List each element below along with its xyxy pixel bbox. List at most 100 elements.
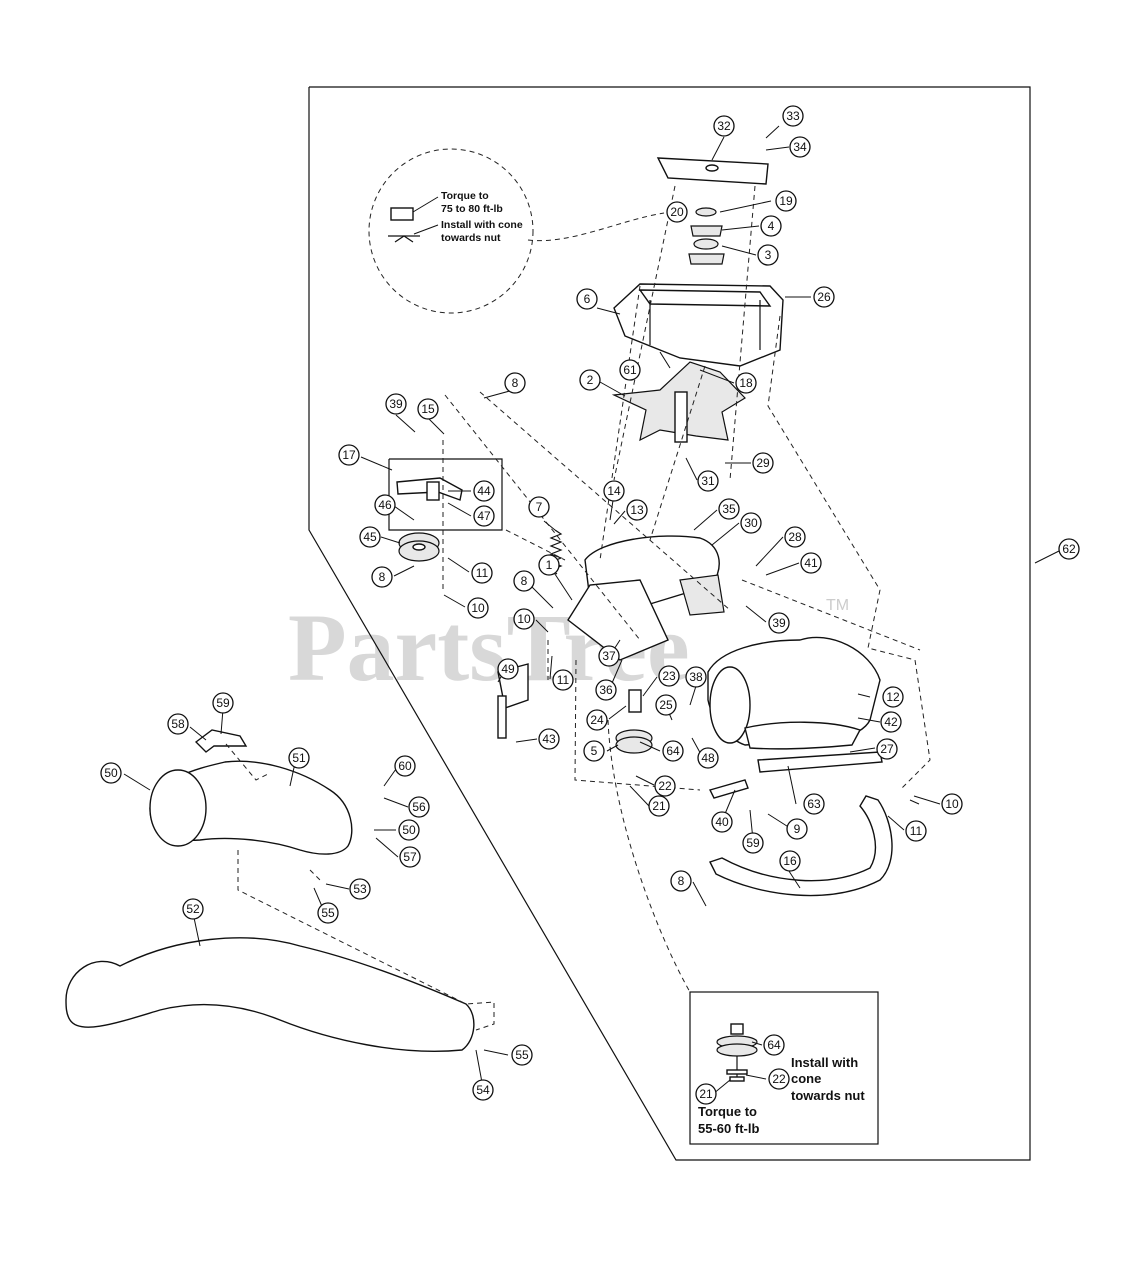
- callout-39-right[interactable]: 39: [768, 612, 790, 634]
- svg-text:8: 8: [379, 570, 386, 584]
- callout-45[interactable]: 45: [359, 526, 381, 548]
- callout-18[interactable]: 18: [735, 372, 757, 394]
- callout-10-b[interactable]: 10: [513, 608, 535, 630]
- callout-8-pulley[interactable]: 8: [371, 566, 393, 588]
- callout-22[interactable]: 22: [654, 775, 676, 797]
- callout-17[interactable]: 17: [338, 444, 360, 466]
- bearing-stack-upper: [688, 207, 725, 265]
- callout-59-right[interactable]: 59: [742, 832, 764, 854]
- callout-5[interactable]: 5: [583, 740, 605, 762]
- callout-37[interactable]: 37: [598, 645, 620, 667]
- callout-34[interactable]: 34: [789, 136, 811, 158]
- svg-text:64: 64: [666, 744, 680, 758]
- svg-text:21: 21: [699, 1087, 713, 1101]
- callout-57[interactable]: 57: [399, 846, 421, 868]
- callout-52[interactable]: 52: [182, 898, 204, 920]
- callout-9[interactable]: 9: [786, 818, 808, 840]
- torque-detail-leader: [527, 212, 665, 242]
- svg-text:59: 59: [746, 836, 760, 850]
- callout-21-inset[interactable]: 21: [695, 1083, 717, 1105]
- callout-8-top[interactable]: 8: [504, 372, 526, 394]
- callout-22-inset[interactable]: 22: [768, 1068, 790, 1090]
- callout-47[interactable]: 47: [473, 505, 495, 527]
- callout-8-mid[interactable]: 8: [513, 570, 535, 592]
- callout-64[interactable]: 64: [662, 740, 684, 762]
- callout-8-bottom[interactable]: 8: [670, 870, 692, 892]
- callout-27[interactable]: 27: [876, 738, 898, 760]
- svg-text:17: 17: [342, 448, 356, 462]
- callout-36[interactable]: 36: [595, 679, 617, 701]
- callout-11-b[interactable]: 11: [552, 669, 574, 691]
- callout-64-inset[interactable]: 64: [763, 1034, 785, 1056]
- callout-58[interactable]: 58: [167, 713, 189, 735]
- callout-21[interactable]: 21: [648, 795, 670, 817]
- svg-text:46: 46: [378, 498, 392, 512]
- callout-50-left[interactable]: 50: [100, 762, 122, 784]
- callout-31[interactable]: 31: [697, 470, 719, 492]
- callout-41[interactable]: 41: [800, 552, 822, 574]
- chute-housing: [707, 636, 881, 750]
- callout-38[interactable]: 38: [685, 666, 707, 688]
- callout-4[interactable]: 4: [760, 215, 782, 237]
- callout-46[interactable]: 46: [374, 494, 396, 516]
- svg-text:2: 2: [587, 373, 594, 387]
- callout-54[interactable]: 54: [472, 1079, 494, 1101]
- callout-59-left[interactable]: 59: [212, 692, 234, 714]
- callout-53[interactable]: 53: [349, 878, 371, 900]
- callout-15[interactable]: 15: [417, 398, 439, 420]
- svg-text:64: 64: [767, 1038, 781, 1052]
- callout-42[interactable]: 42: [880, 711, 902, 733]
- callout-23[interactable]: 23: [658, 665, 680, 687]
- callout-11-c[interactable]: 11: [905, 820, 927, 842]
- callout-16[interactable]: 16: [779, 850, 801, 872]
- callout-2[interactable]: 2: [579, 369, 601, 391]
- callout-30[interactable]: 30: [740, 512, 762, 534]
- callout-35[interactable]: 35: [718, 498, 740, 520]
- callout-10-a[interactable]: 10: [467, 597, 489, 619]
- callout-51[interactable]: 51: [288, 747, 310, 769]
- callout-39-left[interactable]: 39: [385, 393, 407, 415]
- callout-62[interactable]: 62: [1058, 538, 1080, 560]
- svg-text:39: 39: [389, 397, 403, 411]
- callout-14[interactable]: 14: [603, 480, 625, 502]
- callout-26[interactable]: 26: [813, 286, 835, 308]
- callout-61[interactable]: 61: [619, 359, 641, 381]
- svg-text:1: 1: [546, 558, 553, 572]
- callout-50-right[interactable]: 50: [398, 819, 420, 841]
- svg-text:27: 27: [880, 742, 894, 756]
- callout-32[interactable]: 32: [713, 115, 735, 137]
- callout-33[interactable]: 33: [782, 105, 804, 127]
- callout-7[interactable]: 7: [528, 496, 550, 518]
- callout-25[interactable]: 25: [655, 694, 677, 716]
- callout-10-c[interactable]: 10: [941, 793, 963, 815]
- top-install-line1: Install with cone: [441, 219, 523, 231]
- svg-text:31: 31: [701, 474, 715, 488]
- callout-20[interactable]: 20: [666, 201, 688, 223]
- callout-63[interactable]: 63: [803, 793, 825, 815]
- callout-43[interactable]: 43: [538, 728, 560, 750]
- callout-29[interactable]: 29: [752, 452, 774, 474]
- assembly-boundary: [308, 86, 1031, 1161]
- callout-44[interactable]: 44: [473, 480, 495, 502]
- callout-13[interactable]: 13: [626, 499, 648, 521]
- callout-24[interactable]: 24: [586, 709, 608, 731]
- svg-text:42: 42: [884, 715, 898, 729]
- callout-12[interactable]: 12: [882, 686, 904, 708]
- svg-text:22: 22: [658, 779, 672, 793]
- discharge-tube: [65, 937, 475, 1052]
- callout-49[interactable]: 49: [497, 658, 519, 680]
- leader-lines: [123, 125, 1060, 1095]
- callout-28[interactable]: 28: [784, 526, 806, 548]
- callout-19[interactable]: 19: [775, 190, 797, 212]
- callout-55-a[interactable]: 55: [317, 902, 339, 924]
- callout-60[interactable]: 60: [394, 755, 416, 777]
- callout-40[interactable]: 40: [711, 811, 733, 833]
- callout-55-b[interactable]: 55: [511, 1044, 533, 1066]
- svg-text:18: 18: [739, 376, 753, 390]
- callout-11-a[interactable]: 11: [471, 562, 493, 584]
- callout-6[interactable]: 6: [576, 288, 598, 310]
- callout-3[interactable]: 3: [757, 244, 779, 266]
- callout-1[interactable]: 1: [538, 554, 560, 576]
- callout-48[interactable]: 48: [697, 747, 719, 769]
- callout-56[interactable]: 56: [408, 796, 430, 818]
